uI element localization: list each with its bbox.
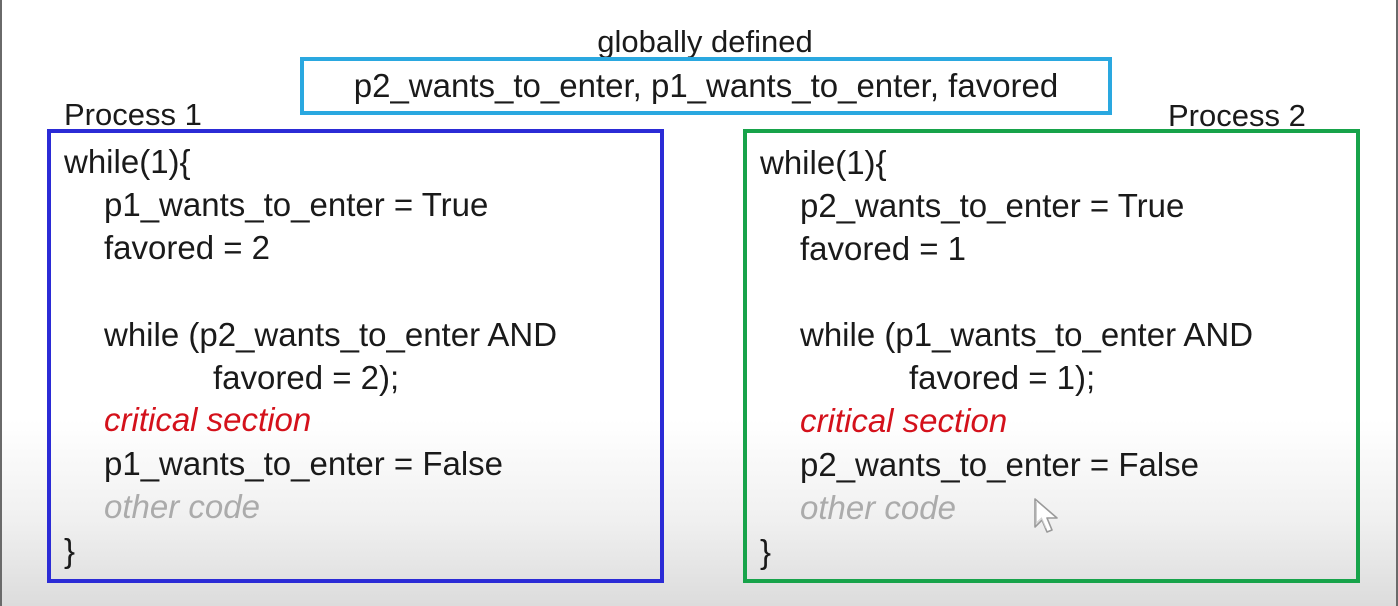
p1-set-favored: favored = 2: [104, 229, 271, 266]
p2-wait-condition: favored = 1);: [909, 359, 1096, 396]
p2-other-code: other code: [800, 489, 956, 526]
p2-set-wants: p2_wants_to_enter = True: [800, 187, 1185, 224]
process-1-label: Process 1: [64, 97, 202, 132]
p1-other-code: other code: [104, 488, 260, 525]
p2-critical-section: critical section: [800, 402, 1008, 439]
p1-clear-wants: p1_wants_to_enter = False: [104, 445, 504, 482]
p2-clear-wants: p2_wants_to_enter = False: [800, 446, 1200, 483]
p1-wait-condition: favored = 2);: [213, 359, 400, 396]
global-variables-box: p2_wants_to_enter, p1_wants_to_enter, fa…: [300, 57, 1112, 115]
process-2-box: [743, 129, 1360, 583]
left-border: [0, 0, 2, 606]
p2-set-favored: favored = 1: [800, 230, 967, 267]
p1-loop-start: while(1){: [64, 143, 191, 180]
p1-wait-loop: while (p2_wants_to_enter AND: [104, 316, 558, 353]
p1-set-wants: p1_wants_to_enter = True: [104, 186, 489, 223]
process-1-box: [47, 129, 664, 583]
p2-loop-start: while(1){: [760, 144, 887, 181]
p2-wait-loop: while (p1_wants_to_enter AND: [800, 316, 1254, 353]
process-2-label: Process 2: [1168, 98, 1306, 133]
p2-loop-end: }: [760, 533, 772, 570]
right-border: [1396, 0, 1398, 606]
mouse-pointer-icon: [1034, 498, 1058, 533]
global-title: globally defined: [597, 24, 813, 59]
global-variables-text: p2_wants_to_enter, p1_wants_to_enter, fa…: [353, 67, 1059, 104]
p1-loop-end: }: [64, 532, 76, 569]
p1-critical-section: critical section: [104, 401, 312, 438]
